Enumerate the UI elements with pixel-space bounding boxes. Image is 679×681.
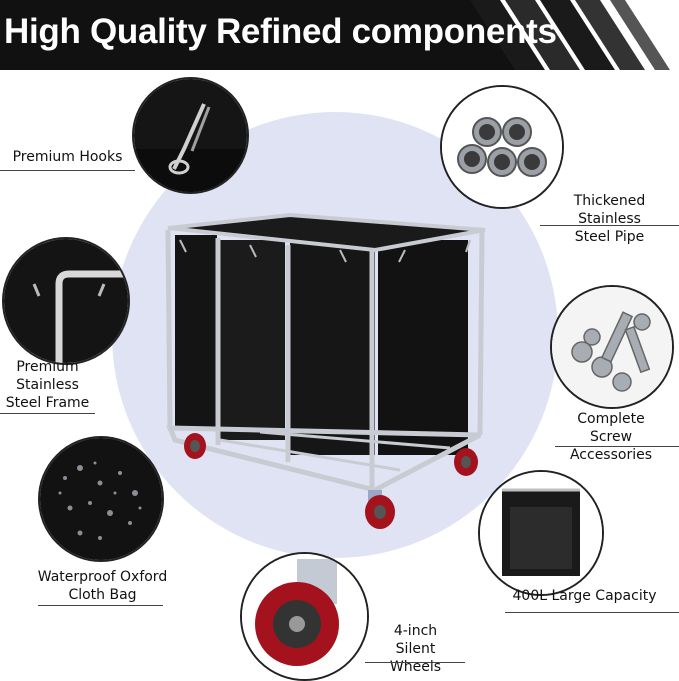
capacity-label: 400L Large Capacity [512, 587, 657, 605]
wheels-label-line1: 4-inch [393, 623, 438, 639]
laundry-cart-image [165, 212, 486, 529]
capacity-divider [505, 612, 679, 613]
hook-icon [134, 79, 247, 192]
capacity-label-line1: 400L Large Capacity [512, 588, 657, 604]
wheel-icon [242, 554, 367, 679]
bag-divider [38, 605, 163, 606]
pipe-label-line2: Steel Pipe [574, 229, 645, 245]
screws-divider [555, 446, 679, 447]
pipe-divider [540, 225, 679, 226]
capacity-badge [478, 470, 604, 596]
wheels-divider [365, 662, 465, 663]
hooks-label: Premium Hooks [10, 148, 125, 166]
frame-label-line3: Steel Frame [5, 395, 90, 411]
wheels-badge [240, 552, 369, 681]
screws-badge [550, 285, 674, 409]
pipe-label-line1: Thickened Stainless [573, 193, 646, 227]
capacity-bag-icon [480, 472, 602, 594]
screws-label-line1: Complete Screw [577, 411, 645, 445]
header-bar-graphic [0, 0, 670, 70]
screw-icon [552, 287, 672, 407]
bag-label-line2: Cloth Bag [68, 587, 137, 603]
frame-badge [2, 237, 130, 365]
pipe-label: Thickened Stainless Steel Pipe [542, 192, 677, 246]
screws-label: Complete Screw Accessories [555, 410, 667, 464]
steel-pipe-icon [442, 87, 562, 207]
frame-label-line1: Premium [16, 359, 79, 375]
wheels-label: 4-inch Silent Wheels [368, 622, 463, 676]
frame-divider [0, 413, 95, 414]
frame-label-line2: Stainless [16, 377, 79, 393]
hooks-divider [0, 170, 135, 171]
hooks-label-line1: Premium Hooks [12, 149, 123, 165]
waterproof-fabric-icon [40, 438, 162, 560]
bag-label: Waterproof Oxford Cloth Bag [35, 568, 170, 604]
steel-frame-icon [4, 239, 128, 363]
frame-label: Premium Stainless Steel Frame [0, 358, 95, 412]
pipe-badge [440, 85, 564, 209]
screws-label-line2: Accessories [569, 447, 653, 463]
header-banner: High Quality Refined components [0, 0, 679, 70]
page-title: High Quality Refined components [4, 12, 557, 51]
bag-badge [38, 436, 164, 562]
hooks-badge [132, 77, 249, 194]
bag-label-line1: Waterproof Oxford [37, 569, 168, 585]
wheels-label-line2: Silent Wheels [389, 641, 442, 675]
